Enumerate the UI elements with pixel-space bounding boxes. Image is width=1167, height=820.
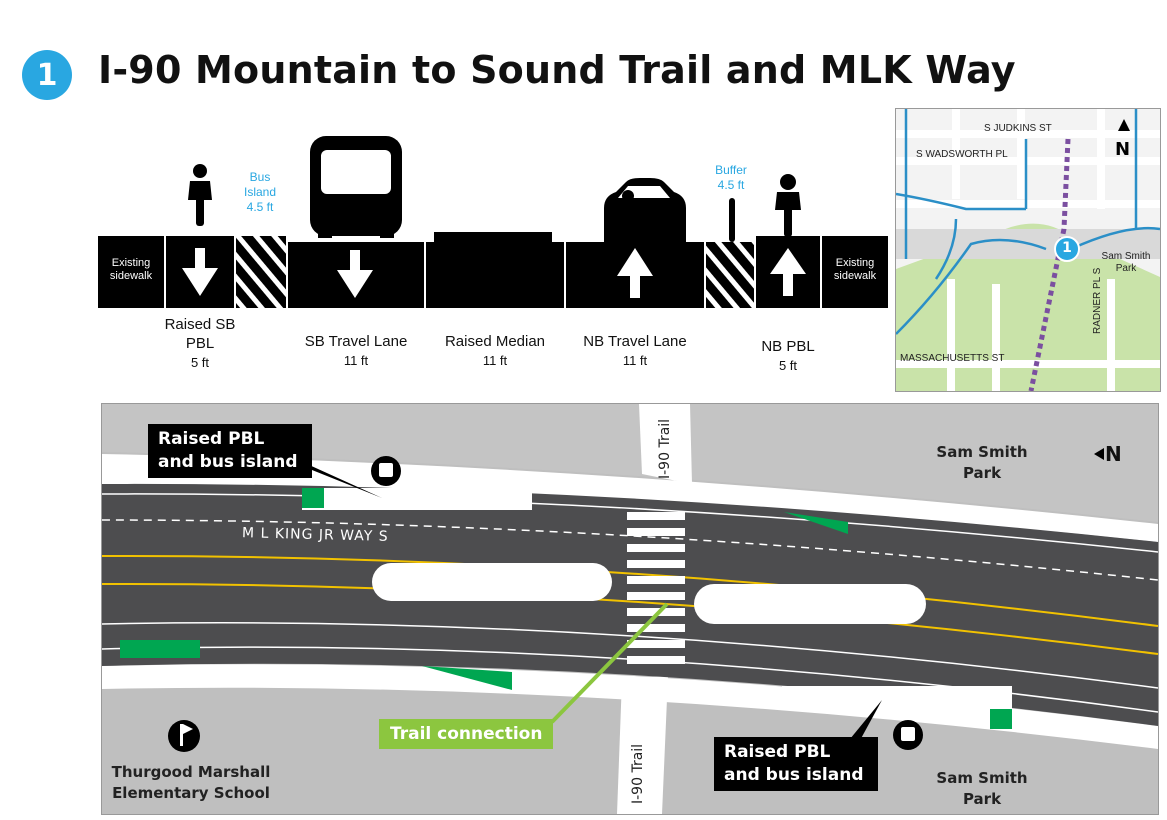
lane-dim: 11 ft bbox=[482, 353, 508, 368]
map-street-radner: RADNER PL S bbox=[1092, 267, 1103, 334]
buffer-bollard bbox=[729, 198, 735, 242]
callout-raised-pbl-top: Raised PBL and bus island bbox=[148, 424, 312, 478]
bus-island-label: Bus Island 4.5 ft bbox=[238, 170, 282, 215]
lane-name: NB Travel Lane bbox=[583, 333, 687, 350]
road-surface bbox=[102, 483, 1158, 726]
plan-view-graphic bbox=[102, 404, 1158, 814]
nb-travel-arrow bbox=[617, 248, 653, 298]
page-title: I-90 Mountain to Sound Trail and MLK Way bbox=[98, 48, 1016, 92]
locator-map: 1 N S JUDKINS ST S WADSWORTH PL MASSACHU… bbox=[895, 108, 1161, 392]
existing-sidewalk-right-label: Existing sidewalk bbox=[833, 257, 877, 282]
cyclist-icon-nb bbox=[775, 174, 801, 237]
map-marker-label: 1 bbox=[1062, 240, 1072, 256]
map-street-judkins: S JUDKINS ST bbox=[984, 123, 1052, 134]
school-label: Thurgood Marshall Elementary School bbox=[111, 763, 271, 802]
plan-north-label: N bbox=[1105, 442, 1122, 466]
buffer-label: Buffer 4.5 ft bbox=[706, 163, 756, 193]
lane-dim: 11 ft bbox=[343, 353, 369, 368]
trail-label-top: I-90 Trail bbox=[657, 418, 673, 479]
cross-section-diagram bbox=[98, 136, 888, 308]
lane-dim: 11 ft bbox=[622, 353, 648, 368]
bus-island-name: Bus Island bbox=[243, 170, 277, 199]
trail-connection-label: Trail connection bbox=[379, 719, 554, 749]
park-label-top: Sam Smith Park bbox=[936, 443, 1028, 482]
lane-name: NB PBL bbox=[761, 338, 815, 355]
lane-label-raised-sb-pbl: Raised SB PBL 5 ft bbox=[164, 315, 236, 372]
map-street-massachusetts: MASSACHUSETTS ST bbox=[900, 353, 1005, 364]
lane-name: Raised Median bbox=[444, 333, 546, 350]
lane-label-nb-pbl: NB PBL 5 ft bbox=[746, 337, 830, 375]
lane-label-raised-median: Raised Median 11 ft bbox=[426, 332, 564, 370]
bus-island-dim: 4.5 ft bbox=[246, 200, 274, 214]
existing-sidewalk-left bbox=[98, 236, 164, 308]
map-street-wadsworth: S WADSWORTH PL bbox=[916, 149, 1008, 160]
bus-icon bbox=[310, 136, 402, 238]
lane-dim: 5 ft bbox=[778, 358, 798, 373]
raised-median-block bbox=[426, 242, 564, 308]
existing-sidewalk-right bbox=[822, 236, 888, 308]
sb-travel-arrow bbox=[337, 250, 373, 298]
nb-pbl-arrow bbox=[770, 248, 806, 296]
map-north-label: N bbox=[1115, 139, 1131, 160]
lane-dim: 5 ft bbox=[190, 355, 210, 370]
park-label-bottom: Sam Smith Park bbox=[936, 769, 1028, 808]
map-park-label: Sam Smith Park bbox=[1101, 251, 1151, 274]
lane-name: Raised SB PBL bbox=[164, 316, 236, 352]
plan-view: M L KING JR WAY S I-90 Trail I-90 Trail … bbox=[101, 403, 1159, 815]
sb-pbl-arrow bbox=[182, 248, 218, 296]
car-icon bbox=[604, 178, 686, 242]
buffer-name: Buffer bbox=[715, 163, 747, 177]
callout-raised-pbl-bottom: Raised PBL and bus island bbox=[714, 737, 878, 791]
cyclist-icon-sb bbox=[188, 164, 212, 226]
lane-label-sb-travel: SB Travel Lane 11 ft bbox=[290, 332, 422, 370]
locator-map-graphic bbox=[896, 109, 1160, 391]
trail-label-bottom: I-90 Trail bbox=[630, 743, 646, 804]
buffer-block bbox=[706, 242, 754, 308]
section-number-badge: 1 bbox=[22, 50, 72, 100]
lane-label-nb-travel: NB Travel Lane 11 ft bbox=[566, 332, 704, 370]
lane-name: SB Travel Lane bbox=[304, 333, 408, 350]
buffer-dim: 4.5 ft bbox=[717, 178, 745, 192]
existing-sidewalk-left-label: Existing sidewalk bbox=[109, 257, 153, 282]
bus-island-block bbox=[236, 236, 286, 308]
